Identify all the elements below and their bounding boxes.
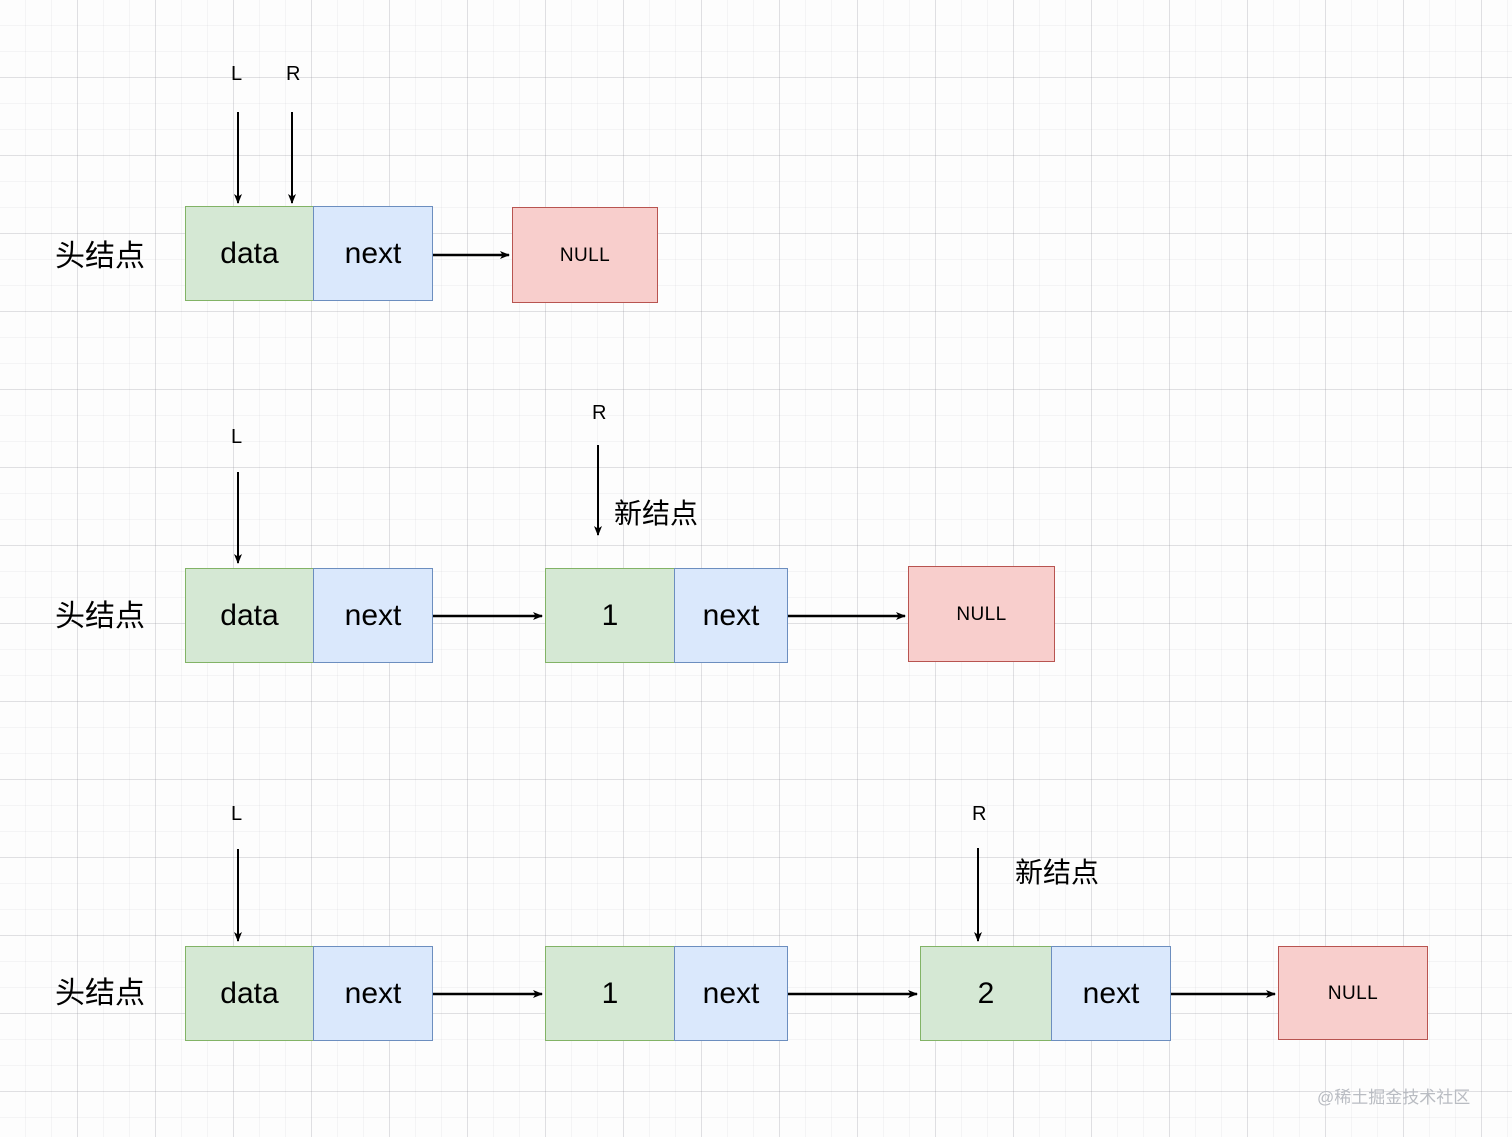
node-data-cell-row3-node3: 2: [920, 946, 1052, 1041]
head-node-label-row1: 头结点: [55, 240, 145, 273]
node-next-cell-row3-node3: next: [1051, 946, 1171, 1041]
null-terminator-row1: NULL: [512, 207, 658, 303]
pointer-label-l-row3: L: [231, 803, 243, 825]
pointer-label-l-row1: L: [231, 63, 243, 85]
pointer-label-l-row2: L: [231, 426, 243, 448]
new-node-annotation-row2: 新结点: [614, 498, 699, 529]
node-next-cell-row3-node1: next: [313, 946, 433, 1041]
new-node-annotation-row3: 新结点: [1015, 857, 1100, 888]
node-next-cell-row2-node2: next: [674, 568, 788, 663]
node-data-cell-row2-node2: 1: [545, 568, 675, 663]
node-data-cell-row1-node1: data: [185, 206, 314, 301]
node-next-cell-row3-node2: next: [674, 946, 788, 1041]
pointer-label-r-row1: R: [286, 63, 301, 85]
head-node-label-row2: 头结点: [55, 600, 145, 633]
pointer-label-r-row3: R: [972, 803, 987, 825]
node-data-cell-row2-node1: data: [185, 568, 314, 663]
node-next-cell-row2-node1: next: [313, 568, 433, 663]
node-data-cell-row3-node1: data: [185, 946, 314, 1041]
node-data-cell-row3-node2: 1: [545, 946, 675, 1041]
null-terminator-row3: NULL: [1278, 946, 1428, 1040]
node-next-cell-row1-node1: next: [313, 206, 433, 301]
pointer-label-r-row2: R: [592, 402, 607, 424]
null-terminator-row2: NULL: [908, 566, 1055, 662]
head-node-label-row3: 头结点: [55, 977, 145, 1010]
site-watermark: @稀土掘金技术社区: [1317, 1088, 1471, 1107]
